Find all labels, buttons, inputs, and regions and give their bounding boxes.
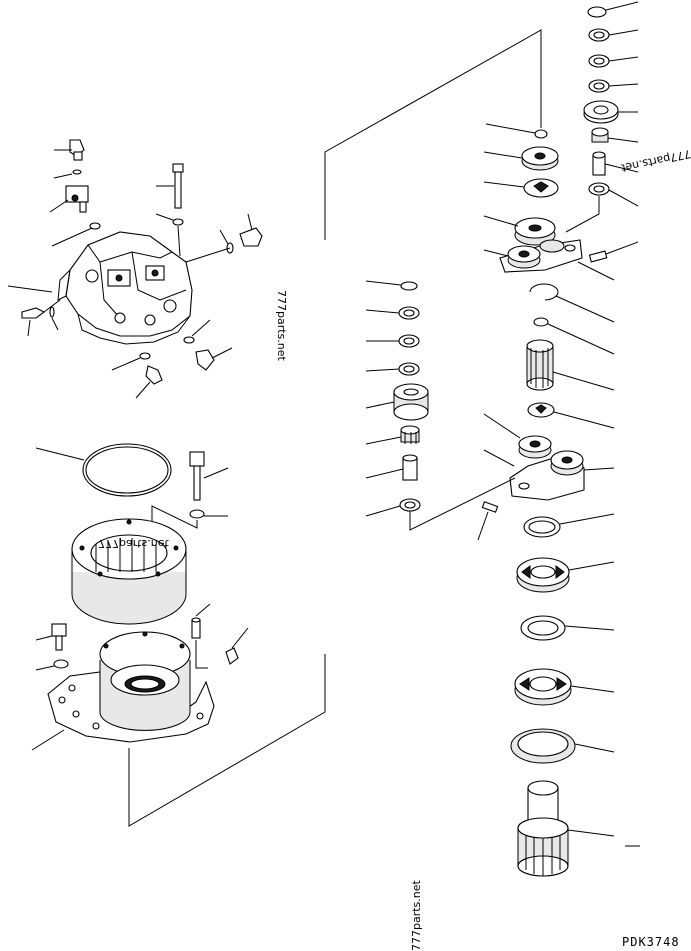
watermark-right-edge: 777parts.net	[619, 147, 691, 175]
o-ring-part	[139, 352, 151, 360]
leader-line	[605, 1, 639, 11]
o-ring-part	[49, 306, 55, 318]
plug-fitting-part	[195, 349, 215, 371]
right-parts-stack	[477, 1, 640, 877]
key-part	[588, 250, 608, 263]
watermark-left: 777parts.net	[98, 537, 170, 550]
watermark-bottom: 777parts.net	[410, 879, 423, 951]
motor-housing-assembly	[7, 139, 263, 399]
plug-fitting-part	[145, 365, 163, 385]
middle-parts-stack	[365, 280, 516, 531]
gear-case-assembly	[31, 443, 249, 751]
bolt-part	[51, 623, 67, 637]
o-ring-part	[183, 336, 195, 344]
washer-small-part	[53, 659, 69, 669]
washer-small-part	[189, 509, 205, 519]
ring-gear-part	[71, 572, 187, 625]
plug-fitting-part	[21, 307, 46, 319]
elbow-fitting-part	[239, 227, 263, 247]
o-ring-part	[72, 169, 82, 175]
assembly-brackets	[128, 29, 542, 827]
bolt-part	[189, 451, 205, 467]
circlip-part	[529, 283, 559, 301]
snap-ring-part	[587, 6, 607, 18]
watermark-center: 777parts.net	[275, 290, 288, 362]
washer-small-part	[534, 129, 548, 139]
bolt-part	[172, 163, 184, 173]
plug-fitting-part	[225, 647, 239, 665]
washer-small-part	[172, 218, 184, 226]
dowel-pin-part	[191, 619, 201, 639]
o-ring-part	[89, 222, 101, 230]
drawing-code: PDK3748	[622, 935, 680, 949]
key-part	[481, 501, 499, 513]
washer-small-part	[533, 317, 549, 327]
